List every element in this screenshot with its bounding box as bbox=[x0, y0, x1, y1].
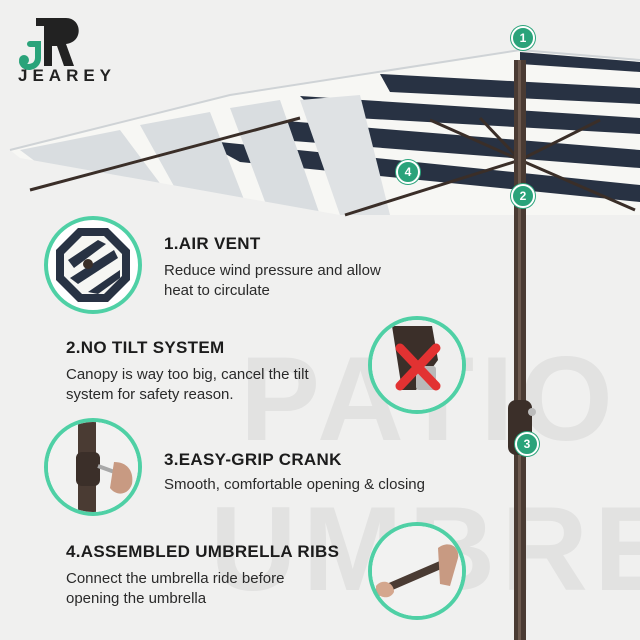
ribs bbox=[29, 116, 636, 217]
feature-1-desc-line1: Reduce wind pressure and allow bbox=[164, 262, 381, 279]
crank-icon bbox=[44, 418, 142, 516]
badge-3: 3 bbox=[515, 432, 539, 456]
no-tilt-icon bbox=[368, 316, 466, 414]
feature-2-desc-line1: Canopy is way too big, cancel the tilt bbox=[66, 366, 309, 383]
feature-4-desc-line2: opening the umbrella bbox=[66, 590, 207, 607]
ribs-icon bbox=[368, 522, 466, 620]
badge-1: 1 bbox=[511, 26, 535, 50]
jearey-logo-icon bbox=[19, 18, 79, 70]
badge-4: 4 bbox=[396, 160, 420, 184]
feature-2-title: 2.NO TILT SYSTEM bbox=[66, 338, 225, 357]
badge-2: 2 bbox=[511, 184, 535, 208]
feature-4-desc-line1: Connect the umbrella ride before bbox=[66, 570, 285, 587]
feature-1-title: 1.AIR VENT bbox=[164, 234, 261, 253]
feature-3-title: 3.EASY-GRIP CRANK bbox=[164, 450, 342, 469]
air-vent-icon bbox=[44, 216, 142, 314]
brand-name: JEAREY bbox=[18, 66, 117, 85]
feature-4-title: 4.ASSEMBLED UMBRELLA RIBS bbox=[66, 542, 340, 561]
feature-1-desc-line2: heat to circulate bbox=[164, 282, 270, 299]
feature-2-desc-line2: system for safety reason. bbox=[66, 386, 234, 403]
feature-3-desc-line1: Smooth, comfortable opening & closing bbox=[164, 476, 425, 493]
